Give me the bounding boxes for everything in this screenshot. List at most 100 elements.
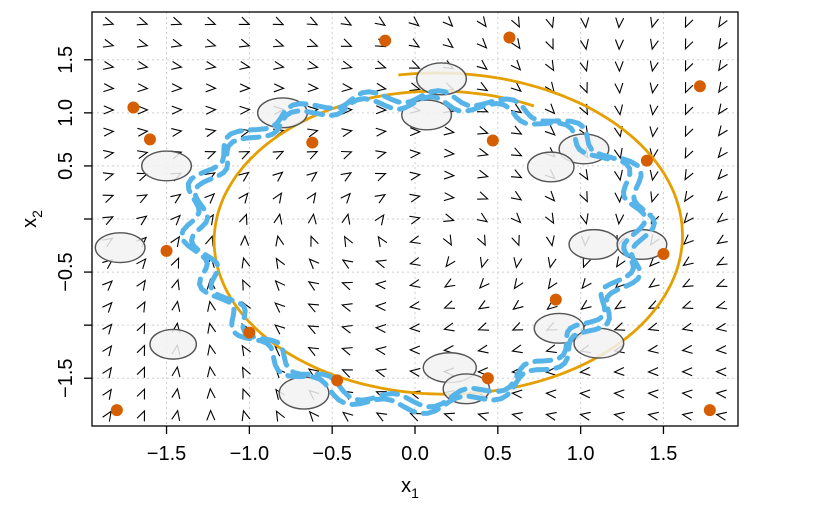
field-arrow	[136, 194, 149, 204]
field-arrow	[580, 299, 592, 310]
field-arrow	[171, 387, 181, 400]
field-arrow	[545, 60, 555, 72]
field-arrow	[340, 192, 352, 204]
field-arrow	[511, 234, 520, 247]
field-arrow	[409, 193, 422, 203]
y-tick-label: 0.5	[55, 152, 77, 180]
field-arrow	[136, 279, 147, 291]
uncertainty-ellipse	[415, 62, 468, 96]
field-arrow	[307, 212, 317, 225]
field-arrow	[238, 213, 248, 225]
field-arrow	[240, 234, 250, 246]
field-arrow	[408, 235, 421, 245]
x-tick-label: 1.5	[650, 443, 678, 465]
field-arrow	[408, 16, 420, 27]
field-arrow	[511, 412, 523, 421]
field-arrow	[443, 213, 456, 222]
field-arrow	[718, 59, 728, 72]
y-tick-label: −1.5	[55, 358, 77, 397]
grid-layer	[92, 12, 738, 426]
field-arrow	[238, 171, 250, 182]
field-arrow	[307, 281, 320, 291]
data-point	[243, 326, 256, 339]
field-arrow	[544, 190, 556, 202]
field-arrow	[207, 322, 217, 334]
field-arrow	[310, 235, 319, 247]
y-tick-label: 1.0	[55, 99, 77, 127]
field-arrow	[544, 366, 557, 376]
field-arrow	[306, 150, 319, 160]
field-arrow	[205, 61, 217, 70]
field-arrow	[374, 280, 387, 290]
field-arrow	[307, 303, 320, 313]
y-tick-label: 1.5	[55, 46, 77, 74]
field-arrow	[340, 324, 353, 334]
field-arrow	[341, 259, 354, 269]
field-arrow	[579, 60, 589, 73]
uncertainty-ellipse	[149, 328, 198, 360]
field-arrow	[274, 324, 286, 335]
field-arrow	[307, 60, 319, 70]
field-arrow	[275, 257, 286, 269]
field-arrow	[341, 128, 354, 138]
field-arrow	[206, 387, 216, 399]
field-arrow	[204, 192, 216, 204]
field-arrow	[136, 409, 146, 422]
field-arrow	[340, 38, 353, 47]
dashed-curve-layer	[178, 88, 658, 416]
field-arrow	[544, 103, 556, 115]
field-arrow	[613, 300, 626, 310]
field-arrow	[102, 194, 115, 204]
field-arrow	[684, 82, 694, 94]
field-arrow	[171, 105, 183, 115]
field-arrow	[579, 38, 589, 51]
field-arrow	[308, 410, 320, 422]
field-arrow	[375, 127, 388, 137]
field-arrow	[171, 61, 183, 70]
field-arrow	[443, 192, 456, 202]
field-arrow	[374, 302, 387, 312]
field-arrow	[613, 322, 626, 331]
field-arrow	[684, 38, 694, 51]
x-tick-label: −0.5	[312, 443, 351, 465]
field-arrow	[408, 38, 421, 48]
field-arrow	[136, 387, 146, 400]
uncertainty-ellipse	[401, 99, 453, 131]
field-arrow	[613, 366, 625, 376]
field-arrow	[650, 191, 659, 204]
field-arrow	[614, 104, 624, 117]
field-arrow	[409, 412, 422, 422]
field-arrow	[137, 61, 149, 70]
field-arrow	[649, 104, 659, 117]
field-arrow	[341, 369, 353, 378]
field-arrow	[510, 125, 523, 135]
field-arrow	[137, 105, 149, 115]
field-arrow	[409, 82, 422, 92]
field-arrow	[512, 299, 524, 311]
field-arrow	[442, 234, 453, 247]
field-arrow	[511, 322, 524, 331]
field-arrow	[374, 368, 387, 378]
data-point	[127, 101, 140, 114]
field-arrow	[510, 389, 523, 399]
field-arrow	[545, 411, 557, 421]
field-arrow	[374, 16, 387, 27]
uncertainty-ellipse	[94, 232, 146, 264]
field-arrow	[716, 212, 728, 223]
field-arrow	[510, 212, 522, 224]
field-arrow	[274, 302, 286, 313]
field-arrow	[681, 389, 693, 399]
field-arrow	[136, 366, 146, 378]
field-arrow	[579, 169, 589, 181]
field-arrow	[374, 324, 387, 333]
field-arrow	[171, 128, 183, 137]
field-arrow	[648, 256, 660, 268]
field-arrow	[377, 235, 388, 248]
data-point	[379, 34, 392, 47]
field-arrow	[103, 105, 115, 115]
field-arrow	[103, 83, 115, 93]
field-arrow	[615, 256, 626, 268]
field-arrow	[681, 278, 694, 288]
field-arrow	[510, 59, 522, 71]
field-arrow	[684, 147, 694, 160]
